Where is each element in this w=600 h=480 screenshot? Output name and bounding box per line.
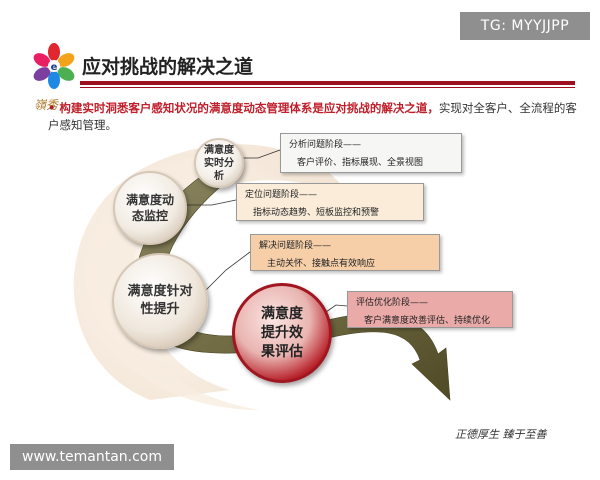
stage-circle-effect-evaluation: 满意度提升效果评估 xyxy=(232,283,332,383)
stage-box-title: 解决问题阶段—— xyxy=(259,241,332,251)
page-title: 应对挑战的解决之道 xyxy=(82,56,254,78)
stage-box-analysis: 分析问题阶段—— 客户评价、指标展现、全景视图 xyxy=(280,133,462,173)
bullet-rest: 实现对全客户、全流程的客户感知管理。 xyxy=(48,101,577,132)
stage-box-detail: 客户满意度改善评估、持续优化 xyxy=(364,316,491,326)
title-divider-thin xyxy=(80,87,575,88)
stage-box-title: 定位问题阶段—— xyxy=(245,190,318,200)
connector-line-2 xyxy=(186,199,237,206)
connector-line-3 xyxy=(205,251,251,291)
stage-circle-label: 满意度实时分析 xyxy=(204,144,234,182)
stage-box-locate: 定位问题阶段—— 指标动态趋势、短板监控和预警 xyxy=(236,183,424,221)
stage-circle-realtime-analysis: 满意度实时分析 xyxy=(194,138,244,188)
stage-box-detail: 指标动态趋势、短板监控和预警 xyxy=(253,208,380,218)
stage-box-evaluate: 评估优化阶段—— 客户满意度改善评估、持续优化 xyxy=(347,291,513,328)
stage-box-detail: 主动关怀、接触点有效响应 xyxy=(267,259,376,269)
stage-box-title: 评估优化阶段—— xyxy=(356,298,429,308)
stage-box-solve: 解决问题阶段—— 主动关怀、接触点有效响应 xyxy=(250,234,440,271)
stage-circle-targeted-improvement: 满意度针对性提升 xyxy=(112,253,208,349)
watermark-site: www.temantan.com xyxy=(10,444,174,470)
watermark-tg: TG: MYYJJPP xyxy=(460,12,590,40)
stage-circle-dynamic-monitoring: 满意度动态监控 xyxy=(113,171,187,245)
stage-circle-label: 满意度动态监控 xyxy=(125,193,174,223)
connector-line-1 xyxy=(240,149,281,159)
bullet-highlight: 构建实时洞悉客户感知状况的满意度动态管理体系是应对挑战的解决之道， xyxy=(59,101,439,115)
stage-box-title: 分析问题阶段—— xyxy=(289,140,362,150)
stage-circle-label: 满意度针对性提升 xyxy=(127,284,193,317)
flower-logo-icon: e xyxy=(33,43,75,89)
svg-text:e: e xyxy=(51,62,58,73)
title-divider xyxy=(80,81,575,85)
logo-text: 嶺秀 xyxy=(34,98,59,112)
stage-circle-label: 满意度提升效果评估 xyxy=(261,305,303,360)
connector-line-4 xyxy=(325,304,348,313)
intro-bullet: •构建实时洞悉客户感知状况的满意度动态管理体系是应对挑战的解决之道，实现对全客户… xyxy=(48,100,580,134)
signature-motto: 正德厚生 臻于至善 xyxy=(455,428,547,441)
bullet-dot-icon: • xyxy=(48,101,56,115)
stage-box-detail: 客户评价、指标展现、全景视图 xyxy=(297,158,424,168)
